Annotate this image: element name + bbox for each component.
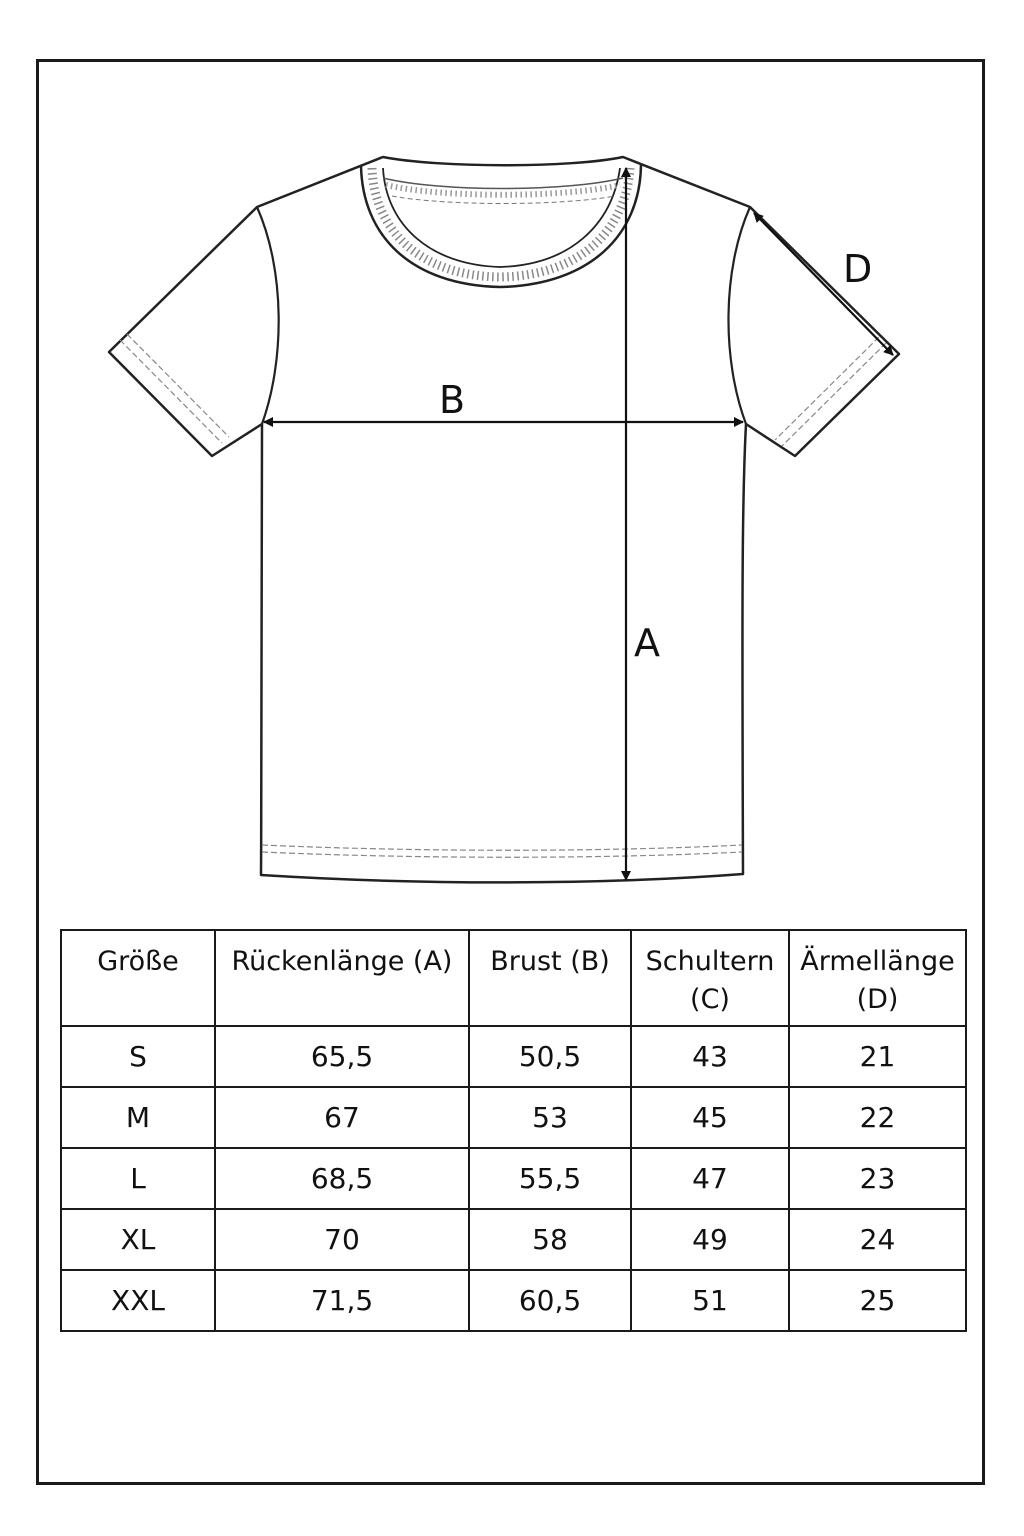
left-sleeve-hem-stitch-2 bbox=[126, 333, 230, 438]
collar-rib-texture bbox=[367, 167, 635, 282]
size-table: Größe Rückenlänge (A) Brust (B) Schulter… bbox=[60, 929, 967, 1332]
cell-size: XXL bbox=[60, 1269, 216, 1332]
cell-chest: 55,5 bbox=[468, 1147, 632, 1210]
header-sleeve-length: Ärmellänge(D) bbox=[788, 929, 967, 1027]
cell-sleeve-length: 25 bbox=[788, 1269, 967, 1332]
cell-chest: 53 bbox=[468, 1086, 632, 1149]
cell-back-length: 70 bbox=[214, 1208, 470, 1271]
cell-shoulders: 45 bbox=[630, 1086, 790, 1149]
cell-size: M bbox=[60, 1086, 216, 1149]
bottom-hem-stitch-2 bbox=[261, 851, 743, 858]
cell-sleeve-length: 22 bbox=[788, 1086, 967, 1149]
cell-shoulders: 47 bbox=[630, 1147, 790, 1210]
tshirt-outline bbox=[107, 155, 901, 884]
collar-inner bbox=[382, 167, 621, 268]
cell-shoulders: 43 bbox=[630, 1025, 790, 1088]
cell-size: XL bbox=[60, 1208, 216, 1271]
back-neck-rib bbox=[385, 182, 621, 198]
cell-sleeve-length: 23 bbox=[788, 1147, 967, 1210]
left-armhole-seam bbox=[255, 206, 280, 425]
header-size: Größe bbox=[60, 929, 216, 1027]
table-row: M 67 53 45 22 bbox=[60, 1086, 967, 1149]
tshirt-diagram: A B D bbox=[107, 155, 901, 884]
left-sleeve-hem-stitch-1 bbox=[119, 339, 223, 444]
header-shoulders: Schultern(C) bbox=[630, 929, 790, 1027]
cell-chest: 58 bbox=[468, 1208, 632, 1271]
cell-back-length: 65,5 bbox=[214, 1025, 470, 1088]
cell-size: S bbox=[60, 1025, 216, 1088]
cell-shoulders: 51 bbox=[630, 1269, 790, 1332]
header-back-length: Rückenlänge (A) bbox=[214, 929, 470, 1027]
cell-sleeve-length: 24 bbox=[788, 1208, 967, 1271]
table-row: XXL 71,5 60,5 51 25 bbox=[60, 1269, 967, 1332]
back-neck-stitch bbox=[391, 195, 616, 204]
table-header-row: Größe Rückenlänge (A) Brust (B) Schulter… bbox=[60, 929, 967, 1027]
header-chest: Brust (B) bbox=[468, 929, 632, 1027]
cell-shoulders: 49 bbox=[630, 1208, 790, 1271]
cell-size: L bbox=[60, 1147, 216, 1210]
cell-sleeve-length: 21 bbox=[788, 1025, 967, 1088]
label-b: B bbox=[439, 378, 465, 422]
label-a: A bbox=[634, 621, 660, 665]
table-row: XL 70 58 49 24 bbox=[60, 1208, 967, 1271]
cell-back-length: 71,5 bbox=[214, 1269, 470, 1332]
cell-back-length: 68,5 bbox=[214, 1147, 470, 1210]
cell-chest: 60,5 bbox=[468, 1269, 632, 1332]
back-neck-line bbox=[382, 177, 624, 190]
cell-back-length: 67 bbox=[214, 1086, 470, 1149]
label-d: D bbox=[843, 247, 872, 291]
measure-arrow-d bbox=[753, 212, 894, 356]
bottom-hem-stitch-1 bbox=[261, 844, 743, 851]
right-sleeve-hem-stitch-1 bbox=[781, 342, 887, 447]
outer-frame bbox=[36, 59, 985, 1485]
right-sleeve-hem-stitch-2 bbox=[774, 336, 880, 441]
right-armhole-seam bbox=[727, 206, 752, 425]
table-row: S 65,5 50,5 43 21 bbox=[60, 1025, 967, 1088]
cell-chest: 50,5 bbox=[468, 1025, 632, 1088]
table-row: L 68,5 55,5 47 23 bbox=[60, 1147, 967, 1210]
